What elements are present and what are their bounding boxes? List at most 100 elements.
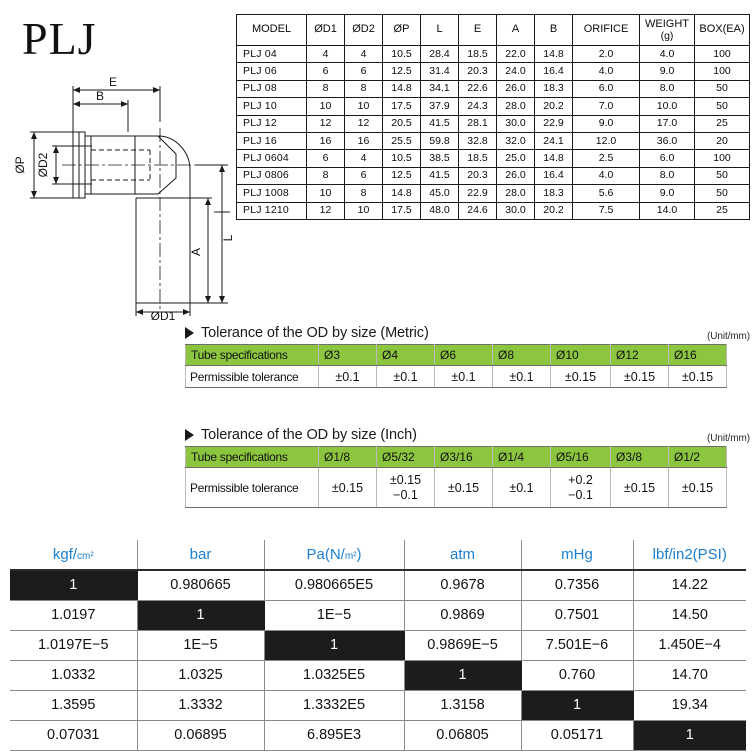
tolerance-inch-value: +0.2−0.1: [550, 467, 611, 508]
spec-cell-value: 22.6: [458, 79, 497, 99]
spec-cell-value: 5.6: [572, 184, 640, 203]
conversion-cell-value: 0.7356: [520, 570, 634, 601]
tolerance-metric-block: Tolerance of the OD by size (Metric) (Un…: [183, 322, 756, 388]
spec-cell-model: PLJ 0806: [236, 166, 307, 186]
spec-header-box: BOX(EA): [694, 14, 750, 46]
spec-cell-value: 16.4: [534, 166, 573, 186]
conversion-header-kgf: kgf/cm²: [10, 540, 138, 571]
dim-label-b: B: [96, 89, 104, 103]
tolerance-inch-size-3: Ø1/4: [492, 446, 551, 468]
conversion-cell-value: 1.3158: [403, 690, 522, 721]
conversion-cell-identity: 1: [263, 630, 405, 661]
spec-cell-value: 10.5: [382, 149, 421, 168]
spec-table-container: MODEL ØD1 ØD2 ØP L E A B ORIFICE WEIGHT …: [236, 14, 750, 220]
dim-label-a: A: [189, 248, 203, 256]
tolerance-inch-value: ±0.15−0.1: [376, 467, 435, 508]
spec-cell-value: 17.5: [382, 97, 421, 116]
dim-label-l: L: [221, 234, 235, 241]
spec-cell-value: 34.1: [420, 79, 459, 99]
spec-cell-value: 4: [344, 149, 383, 168]
spec-cell-value: 18.3: [534, 79, 573, 99]
spec-cell-value: 26.0: [496, 166, 535, 186]
spec-cell-value: 4.0: [572, 62, 640, 81]
conversion-header-atm: atm: [403, 540, 522, 571]
tolerance-metric-size-1: Ø4: [376, 344, 435, 366]
spec-header-weight: WEIGHT (g): [639, 14, 695, 46]
tolerance-inch-table: Tube specifications Ø1/8 Ø5/32 Ø3/16 Ø1/…: [185, 446, 727, 508]
spec-header-a: A: [496, 14, 535, 46]
spec-header-model: MODEL: [236, 14, 307, 46]
tolerance-metric-value-2: ±0.1: [434, 365, 493, 388]
spec-cell-value: 36.0: [639, 131, 695, 151]
spec-cell-value: 32.0: [496, 131, 535, 151]
conversion-cell-value: 1.3595: [10, 690, 138, 721]
tolerance-inch-size-4: Ø5/16: [550, 446, 611, 468]
pressure-conversion-table-container: kgf/cm² bar Pa(N/m²) atm mHg lbf/in2(PSI…: [10, 540, 746, 751]
conversion-cell-value: 7.501E−6: [520, 630, 634, 661]
tolerance-inch-value: ±0.15: [434, 467, 493, 508]
spec-cell-value: 25.5: [382, 131, 421, 151]
conversion-header-row: kgf/cm² bar Pa(N/m²) atm mHg lbf/in2(PSI…: [10, 540, 746, 571]
spec-cell-value: 9.0: [639, 62, 695, 81]
conversion-cell-value: 6.895E3: [263, 720, 405, 751]
spec-cell-value: 20.2: [534, 97, 573, 116]
spec-cell-value: 14.8: [534, 149, 573, 168]
spec-cell-value: 18.5: [458, 44, 497, 64]
spec-cell-value: 50: [694, 166, 750, 186]
tolerance-metric-unit-note: (Unit/mm): [707, 331, 750, 342]
tolerance-value-lower: −0.1: [393, 487, 418, 502]
tolerance-metric-size-2: Ø6: [434, 344, 493, 366]
conversion-cell-value: 1.3332E5: [263, 690, 405, 721]
conversion-cell-value: 14.50: [632, 600, 746, 631]
tolerance-metric-value-1: ±0.1: [376, 365, 435, 388]
page-title: PLJ: [22, 13, 97, 64]
spec-cell-value: 24.0: [496, 62, 535, 81]
tolerance-inch-size-2: Ø3/16: [434, 446, 493, 468]
spec-cell-value: 18.3: [534, 184, 573, 203]
tolerance-inch-row-label-0: Tube specifications: [185, 446, 319, 468]
conversion-header-kgf-text: kgf/: [52, 546, 77, 563]
tolerance-metric-size-5: Ø12: [610, 344, 669, 366]
tolerance-metric-table: Tube specifications Ø3 Ø4 Ø6 Ø8 Ø10 Ø12 …: [185, 344, 727, 388]
tolerance-metric-value-4: ±0.15: [550, 365, 611, 388]
spec-cell-value: 10: [344, 201, 383, 220]
conversion-cell-value: 1.0325E5: [263, 660, 405, 691]
spec-cell-value: 18.5: [458, 149, 497, 168]
spec-cell-value: 9.0: [572, 114, 640, 133]
spec-cell-value: 8: [306, 79, 345, 99]
spec-cell-value: 31.4: [420, 62, 459, 81]
technical-drawing: E B ØP ØD2 A L ØD1: [0, 60, 236, 320]
tolerance-metric-size-4: Ø10: [550, 344, 611, 366]
conversion-header-bar: bar: [136, 540, 265, 571]
spec-cell-value: 24.3: [458, 97, 497, 116]
spec-cell-model: PLJ 0604: [236, 149, 307, 168]
conversion-cell-value: 0.7501: [520, 600, 634, 631]
tolerance-inch-heading-text: Tolerance of the OD by size (Inch): [201, 427, 417, 443]
spec-cell-model: PLJ 08: [236, 79, 307, 99]
tolerance-metric-row-label-0: Tube specifications: [185, 344, 319, 366]
conversion-header-pa-unit: m²: [344, 551, 357, 562]
tolerance-metric-size-3: Ø8: [492, 344, 551, 366]
spec-cell-value: 22.9: [458, 184, 497, 203]
spec-cell-value: 6.0: [639, 149, 695, 168]
conversion-cell-value: 1.0325: [136, 660, 265, 691]
spec-header-weight-unit: (g): [660, 29, 674, 42]
spec-cell-value: 6: [344, 166, 383, 186]
spec-cell-value: 28.4: [420, 44, 459, 64]
spec-cell-value: 100: [694, 62, 750, 81]
conversion-cell-value: 0.07031: [10, 720, 138, 751]
spec-cell-value: 14.8: [382, 79, 421, 99]
spec-header-l: L: [420, 14, 459, 46]
tolerance-inch-value: ±0.15: [318, 467, 377, 508]
spec-cell-value: 16: [306, 131, 345, 151]
spec-cell-value: 7.0: [572, 97, 640, 116]
spec-cell-value: 50: [694, 184, 750, 203]
spec-cell-model: PLJ 10: [236, 97, 307, 116]
spec-cell-value: 12: [306, 114, 345, 133]
tolerance-inch-block: Tolerance of the OD by size (Inch) (Unit…: [183, 424, 756, 508]
